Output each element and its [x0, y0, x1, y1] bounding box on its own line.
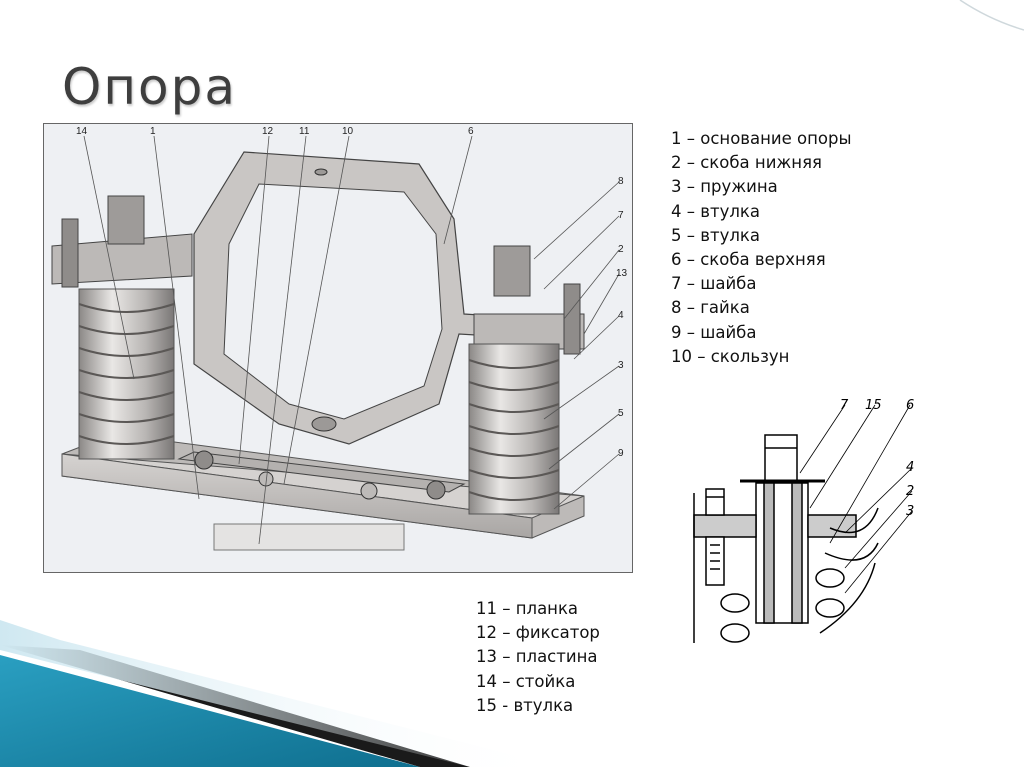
legend-item: 6 – скоба верхняя — [671, 250, 826, 270]
legend-item: 10 – скользун — [671, 346, 790, 366]
callout-10: 10 — [342, 126, 354, 137]
lower-bracket-bar — [177, 450, 466, 500]
callout-9: 9 — [618, 448, 624, 459]
support-assembly-drawing: 14 1 12 11 10 6 8 7 2 13 4 3 5 9 — [43, 123, 633, 573]
section-callout-6: 6 — [906, 398, 914, 413]
legend-item: 14 – стойка — [476, 671, 576, 691]
legend-item: 9 – шайба — [671, 322, 757, 342]
callout-12: 12 — [262, 126, 274, 137]
callout-14: 14 — [76, 126, 88, 137]
upper-bracket — [51, 151, 585, 445]
callout-1: 1 — [150, 126, 156, 137]
callout-13: 13 — [616, 268, 628, 279]
legend-item: 1 – основание опоры — [671, 129, 852, 148]
callout-5: 5 — [618, 408, 624, 419]
legend-item: 12 – фиксатор — [476, 623, 600, 643]
legend-item: 8 – гайка — [671, 298, 750, 318]
legend-item: 5 – втулка — [671, 225, 760, 245]
legend-item: 2 – скоба нижняя — [671, 153, 822, 173]
callout-11: 11 — [299, 126, 310, 137]
legend-item: 15 - втулка — [476, 695, 574, 715]
legend-parts-11-15: 11 – планка 12 – фиксатор 13 – пластина … — [476, 597, 600, 718]
section-callout-2: 2 — [906, 484, 914, 499]
section-callout-15: 15 — [865, 398, 882, 413]
legend-item: 4 – втулка — [671, 201, 760, 221]
callout-8: 8 — [618, 176, 624, 187]
page-title: Опора — [62, 58, 238, 116]
legend-parts-1-10: 1 – основание опоры 2 – скоба нижняя 3 –… — [671, 127, 852, 369]
legend-item: 7 – шайба — [671, 274, 757, 294]
callout-3: 3 — [618, 360, 624, 371]
legend-item: 11 – планка — [476, 599, 579, 618]
legend-item: 3 – пружина — [671, 177, 778, 197]
callout-2: 2 — [618, 244, 624, 255]
legend-item: 13 – пластина — [476, 647, 598, 667]
callout-7: 7 — [618, 210, 624, 221]
callout-6: 6 — [468, 126, 474, 137]
callout-4: 4 — [618, 310, 624, 321]
section-callout-4: 4 — [906, 460, 914, 475]
right-spring — [468, 245, 581, 515]
cross-section-drawing: 7 15 6 4 2 3 — [693, 398, 914, 643]
section-callout-3: 3 — [906, 504, 914, 519]
left-spring — [61, 195, 175, 460]
section-callout-7: 7 — [840, 398, 849, 413]
